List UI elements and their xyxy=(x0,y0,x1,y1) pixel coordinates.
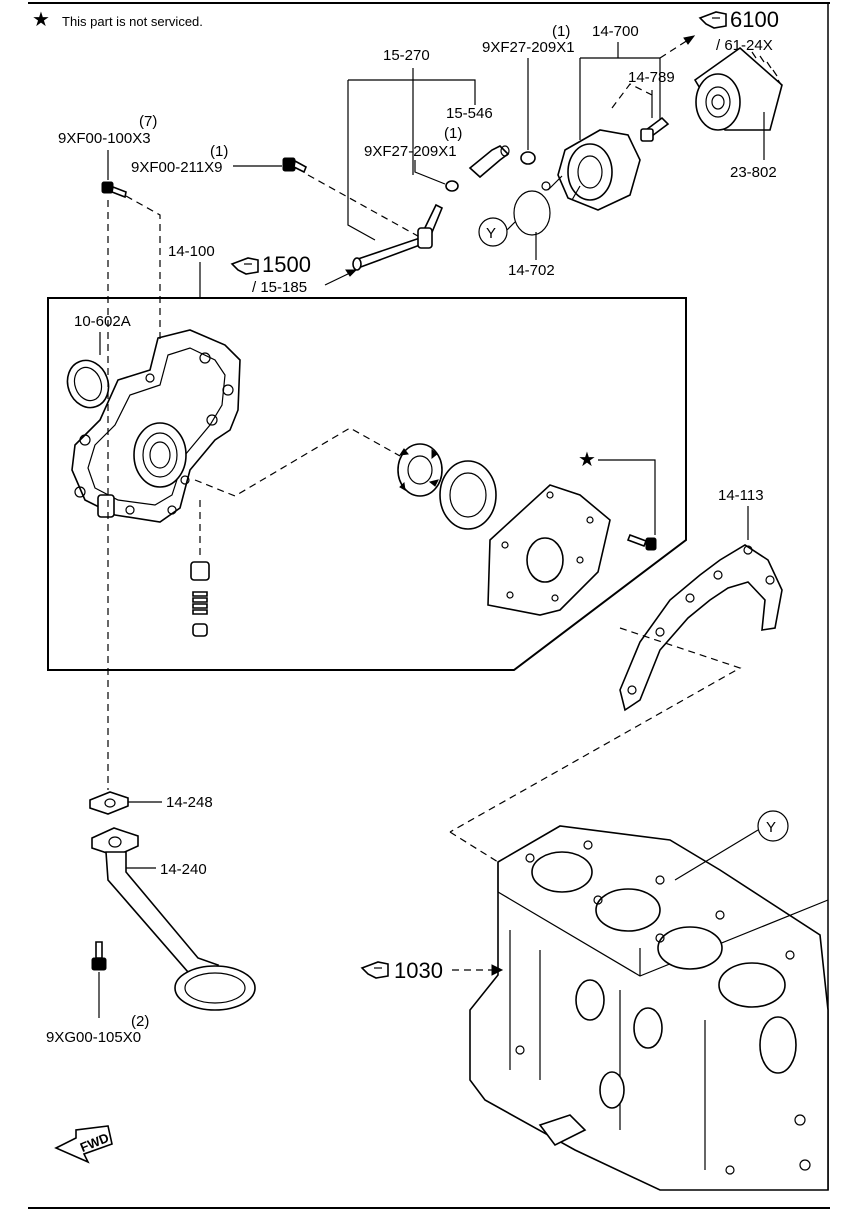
strainer-gasket xyxy=(89,791,129,815)
strainer-bolt-qty: (2) xyxy=(131,1013,149,1030)
ref-6100-sub: / 61-24X xyxy=(716,37,773,54)
clamp-b-label: 9XF27-209X1 xyxy=(482,39,575,56)
gasket-label: 14-113 xyxy=(718,487,764,504)
clamp-a-qty: (1) xyxy=(444,125,462,142)
cooler-ref-arrow xyxy=(659,39,689,59)
cooler-ref-arrowhead xyxy=(683,35,696,45)
oil-pipe xyxy=(352,203,444,271)
ref-y1-leader xyxy=(506,221,516,231)
ref-y1: Y xyxy=(486,225,496,242)
bolt-1-qty: (1) xyxy=(210,143,228,160)
hose-label: 15-546 xyxy=(446,105,493,122)
cover-screw xyxy=(626,533,657,551)
oil-filter xyxy=(693,46,783,131)
ref-1500: 1500 xyxy=(262,252,311,277)
ref-1500-sub: / 15-185 xyxy=(252,279,307,296)
ref-y1-circle xyxy=(478,217,508,247)
inner-rotor xyxy=(397,443,443,497)
front-cover-gasket xyxy=(619,544,783,712)
hose xyxy=(468,145,510,179)
o-ring xyxy=(513,181,551,236)
star-icon: ★ xyxy=(32,9,50,31)
strainer-gasket-label: 14-248 xyxy=(166,794,213,811)
legend-note: This part is not serviced. xyxy=(62,14,203,29)
cooler-bracket xyxy=(579,42,661,140)
bolt-1-dash xyxy=(307,174,426,241)
fwd-arrow-icon: FWD xyxy=(54,1125,113,1164)
oil-cooler xyxy=(547,129,641,211)
cooler-bolt xyxy=(640,116,670,142)
oil-seal-label: 10-602A xyxy=(74,313,131,330)
star-leader xyxy=(598,459,656,535)
legend: ★ This part is not serviced. xyxy=(32,9,203,31)
ref-1500-arrow xyxy=(324,271,353,286)
filter-label: 23-802 xyxy=(730,164,777,181)
pump-cover xyxy=(487,484,611,616)
pointing-hand-icon xyxy=(230,257,259,275)
bolt-7-qty: (7) xyxy=(139,113,157,130)
rotor-dash xyxy=(194,427,401,497)
ref-y2-circle xyxy=(757,810,789,842)
pump-assy-label: 14-100 xyxy=(168,243,215,260)
strainer-bolt xyxy=(91,941,107,971)
engine-block xyxy=(469,825,829,1191)
bolt-7-dash xyxy=(125,195,161,340)
clamp-a-label: 9XF27-209X1 xyxy=(364,143,457,160)
oil-seal xyxy=(66,359,110,409)
outer-rotor xyxy=(439,460,497,530)
cooler-label: 14-700 xyxy=(592,23,639,40)
bolt-7-label: 9XF00-100X3 xyxy=(58,130,151,147)
ref-y2: Y xyxy=(766,819,776,836)
relief-valve-parts xyxy=(190,561,210,637)
bolt-7 xyxy=(101,181,127,199)
oil-strainer xyxy=(91,827,256,1011)
oil-pump-body xyxy=(71,329,241,523)
clamp-b-qty: (1) xyxy=(552,23,570,40)
pipe-bracket xyxy=(347,68,476,241)
strainer-label: 14-240 xyxy=(160,861,207,878)
gasket-dash xyxy=(449,627,742,833)
pipe-label: 15-270 xyxy=(383,47,430,64)
ref-1030-arrowhead xyxy=(491,964,504,976)
ref-y2-leader xyxy=(674,829,759,881)
pointing-hand-icon xyxy=(698,11,727,29)
cooler-bolt-dash xyxy=(611,83,653,109)
star-icon: ★ xyxy=(578,449,596,471)
cooler-bolt-label: 14-789 xyxy=(628,69,675,86)
block-dash xyxy=(449,831,499,863)
clamp-a xyxy=(445,180,459,192)
oring-label: 14-702 xyxy=(508,262,555,279)
ref-1500-arrowhead xyxy=(345,269,358,277)
ref-1030: 1030 xyxy=(394,958,443,983)
strainer-bolt-label: 9XG00-105X0 xyxy=(46,1029,141,1046)
clamp-a-leader xyxy=(414,160,446,185)
bolt-1 xyxy=(282,157,308,174)
pump-group-frame xyxy=(47,297,687,671)
clamp-b xyxy=(520,151,536,165)
ref-6100: 6100 xyxy=(730,7,779,32)
pointing-hand-icon xyxy=(360,961,389,979)
bolt-1-label: 9XF00-211X9 xyxy=(131,159,222,176)
